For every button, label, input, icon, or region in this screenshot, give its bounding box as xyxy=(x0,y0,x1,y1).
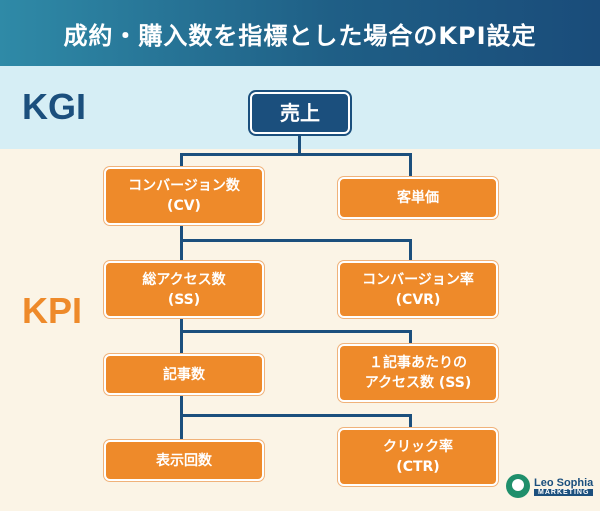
kgi-label: KGI xyxy=(22,86,87,127)
connector-level1-right xyxy=(409,153,412,177)
node-unit-price: 客単価 xyxy=(338,177,498,219)
node-conversions: コンバージョン数 (CV) xyxy=(104,167,264,225)
connector-level2-bar xyxy=(180,239,412,242)
node-article-count: 記事数 xyxy=(104,354,264,395)
node-click-rate: クリック率 (CTR) xyxy=(338,428,498,486)
connector-level4-right xyxy=(409,414,412,428)
logo-text: Leo Sophia MARKETING xyxy=(534,476,594,496)
logo: Leo Sophia MARKETING xyxy=(506,474,594,498)
kpi-label: KPI xyxy=(22,290,83,331)
node-access-per-article: １記事あたりの アクセス数 (SS) xyxy=(338,344,498,402)
connector-level4-bar xyxy=(180,414,412,417)
connector-articles-down xyxy=(180,395,183,440)
connector-ss-down xyxy=(180,317,183,354)
node-conversion-rate: コンバージョン率 (CVR) xyxy=(338,261,498,318)
logo-name: Leo Sophia xyxy=(534,476,594,489)
node-total-access: 総アクセス数 (SS) xyxy=(104,261,264,318)
diagram-title: 成約・購入数を指標とした場合のKPI設定 xyxy=(63,21,537,50)
connector-level2-right xyxy=(409,239,412,263)
node-sales: 売上 xyxy=(250,92,350,134)
logo-lion-icon xyxy=(506,474,530,498)
logo-sub: MARKETING xyxy=(534,488,594,496)
connector-level1-bar xyxy=(180,153,412,156)
node-impressions: 表示回数 xyxy=(104,440,264,481)
connector-level3-right xyxy=(409,330,412,344)
connector-cv-down xyxy=(180,225,183,263)
connector-level1-left xyxy=(180,153,183,167)
title-banner: 成約・購入数を指標とした場合のKPI設定 xyxy=(0,0,600,66)
connector-sales-down xyxy=(298,133,301,155)
connector-level3-bar xyxy=(180,330,412,333)
